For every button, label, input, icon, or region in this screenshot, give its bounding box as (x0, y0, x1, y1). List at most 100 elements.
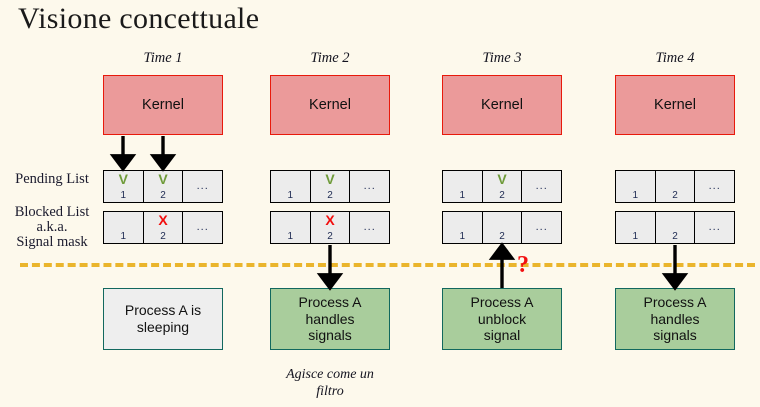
kernel-label: Kernel (309, 97, 351, 113)
check-icon: V (497, 171, 507, 187)
blocked-cell[interactable]: 2 (656, 212, 696, 243)
cross-icon: X (158, 212, 168, 228)
kernel-box-3: Kernel (442, 75, 562, 135)
signal-number: 2 (499, 190, 505, 201)
process-text-line: Process A (470, 294, 534, 311)
signal-number: 1 (459, 231, 466, 242)
blocked-table: 1 2... (615, 211, 735, 244)
ellipsis-text: ... (535, 220, 548, 233)
pending-table: 1 2... (615, 170, 735, 203)
signal-number: 2 (160, 190, 166, 201)
signal-number: 1 (287, 190, 294, 201)
signal-number: 2 (327, 190, 333, 201)
process-text-line: unblock (477, 310, 527, 327)
check-icon: V (158, 171, 168, 187)
row-label-blocked-list: Blocked List a.k.a. Signal mask (2, 205, 102, 249)
page-title: Visione concettuale (18, 2, 260, 35)
signal-number: 1 (120, 190, 127, 201)
blocked-cell[interactable]: 1 (271, 212, 311, 243)
time-label-3: Time 3 (482, 50, 522, 66)
ellipsis-text: ... (535, 179, 548, 192)
blocked-list-text-line1: Blocked List (14, 204, 90, 220)
blocked-cell[interactable]: 1 (104, 212, 144, 243)
ellipsis-text: ... (708, 179, 721, 192)
kernel-box-2: Kernel (270, 75, 390, 135)
blocked-cell[interactable]: 1 (443, 212, 483, 243)
question-mark-icon: ? (517, 252, 529, 278)
signal-number: 1 (287, 231, 294, 242)
ellipsis-text: ... (196, 179, 209, 192)
signal-number: 2 (499, 231, 505, 242)
process-text-line: signals (653, 327, 697, 344)
signal-number: 1 (459, 190, 466, 201)
blocked-cell[interactable]: 2 (483, 212, 523, 243)
signal-number: 2 (327, 231, 333, 242)
signal-number: 1 (120, 231, 127, 242)
signal-number: 2 (672, 190, 678, 201)
time-label-4: Time 4 (655, 50, 695, 66)
check-icon: V (118, 171, 128, 187)
ellipsis-text: ... (363, 179, 376, 192)
blocked-cell[interactable]: ... (183, 212, 222, 243)
ellipsis-text: ... (708, 220, 721, 233)
time-label-2: Time 2 (310, 50, 350, 66)
ellipsis-text: ... (363, 220, 376, 233)
kernel-label: Kernel (142, 97, 184, 113)
kernel-user-space-divider (20, 263, 755, 267)
pending-cell[interactable]: ... (350, 171, 389, 202)
pending-cell[interactable]: 2 (656, 171, 696, 202)
filter-caption-line2: filtro (316, 384, 344, 400)
blocked-cell[interactable]: 1 (616, 212, 656, 243)
pending-cell[interactable]: ... (522, 171, 561, 202)
blocked-list-text-line3: Signal mask (16, 233, 88, 250)
process-text-line: Process A (643, 294, 707, 311)
blocked-cell[interactable]: ... (522, 212, 561, 243)
signal-number: 1 (632, 231, 639, 242)
cross-icon: X (325, 212, 335, 228)
kernel-box-1: Kernel (103, 75, 223, 135)
kernel-label: Kernel (481, 97, 523, 113)
pending-list-text: Pending List (15, 171, 89, 187)
process-text-line: handles (650, 310, 700, 327)
pending-cell[interactable]: 1 (271, 171, 311, 202)
process-text-line: signals (308, 327, 352, 344)
pending-cell[interactable]: 1 (616, 171, 656, 202)
pending-cell[interactable]: ... (183, 171, 222, 202)
signal-number: 1 (632, 190, 639, 201)
kernel-label: Kernel (654, 97, 696, 113)
filter-caption-line1: Agisce come un (286, 367, 374, 382)
pending-cell[interactable]: 1 (443, 171, 483, 202)
signal-number: 2 (160, 231, 166, 242)
ellipsis-text: ... (196, 220, 209, 233)
time-label-1: Time 1 (143, 50, 183, 66)
process-text-line: Process A is (124, 302, 202, 319)
signal-number: 2 (672, 231, 678, 242)
blocked-cell[interactable]: ... (350, 212, 389, 243)
pending-cell[interactable]: ... (695, 171, 734, 202)
process-text-line: signal (483, 327, 521, 344)
process-text-line: handles (305, 310, 355, 327)
process-text-line: Process A (298, 294, 362, 311)
blocked-table: 1 2... (442, 211, 562, 244)
process-text-line: sleeping (136, 319, 190, 335)
blocked-cell[interactable]: ... (695, 212, 734, 243)
filter-caption: Agisce come un filtro (255, 366, 405, 400)
